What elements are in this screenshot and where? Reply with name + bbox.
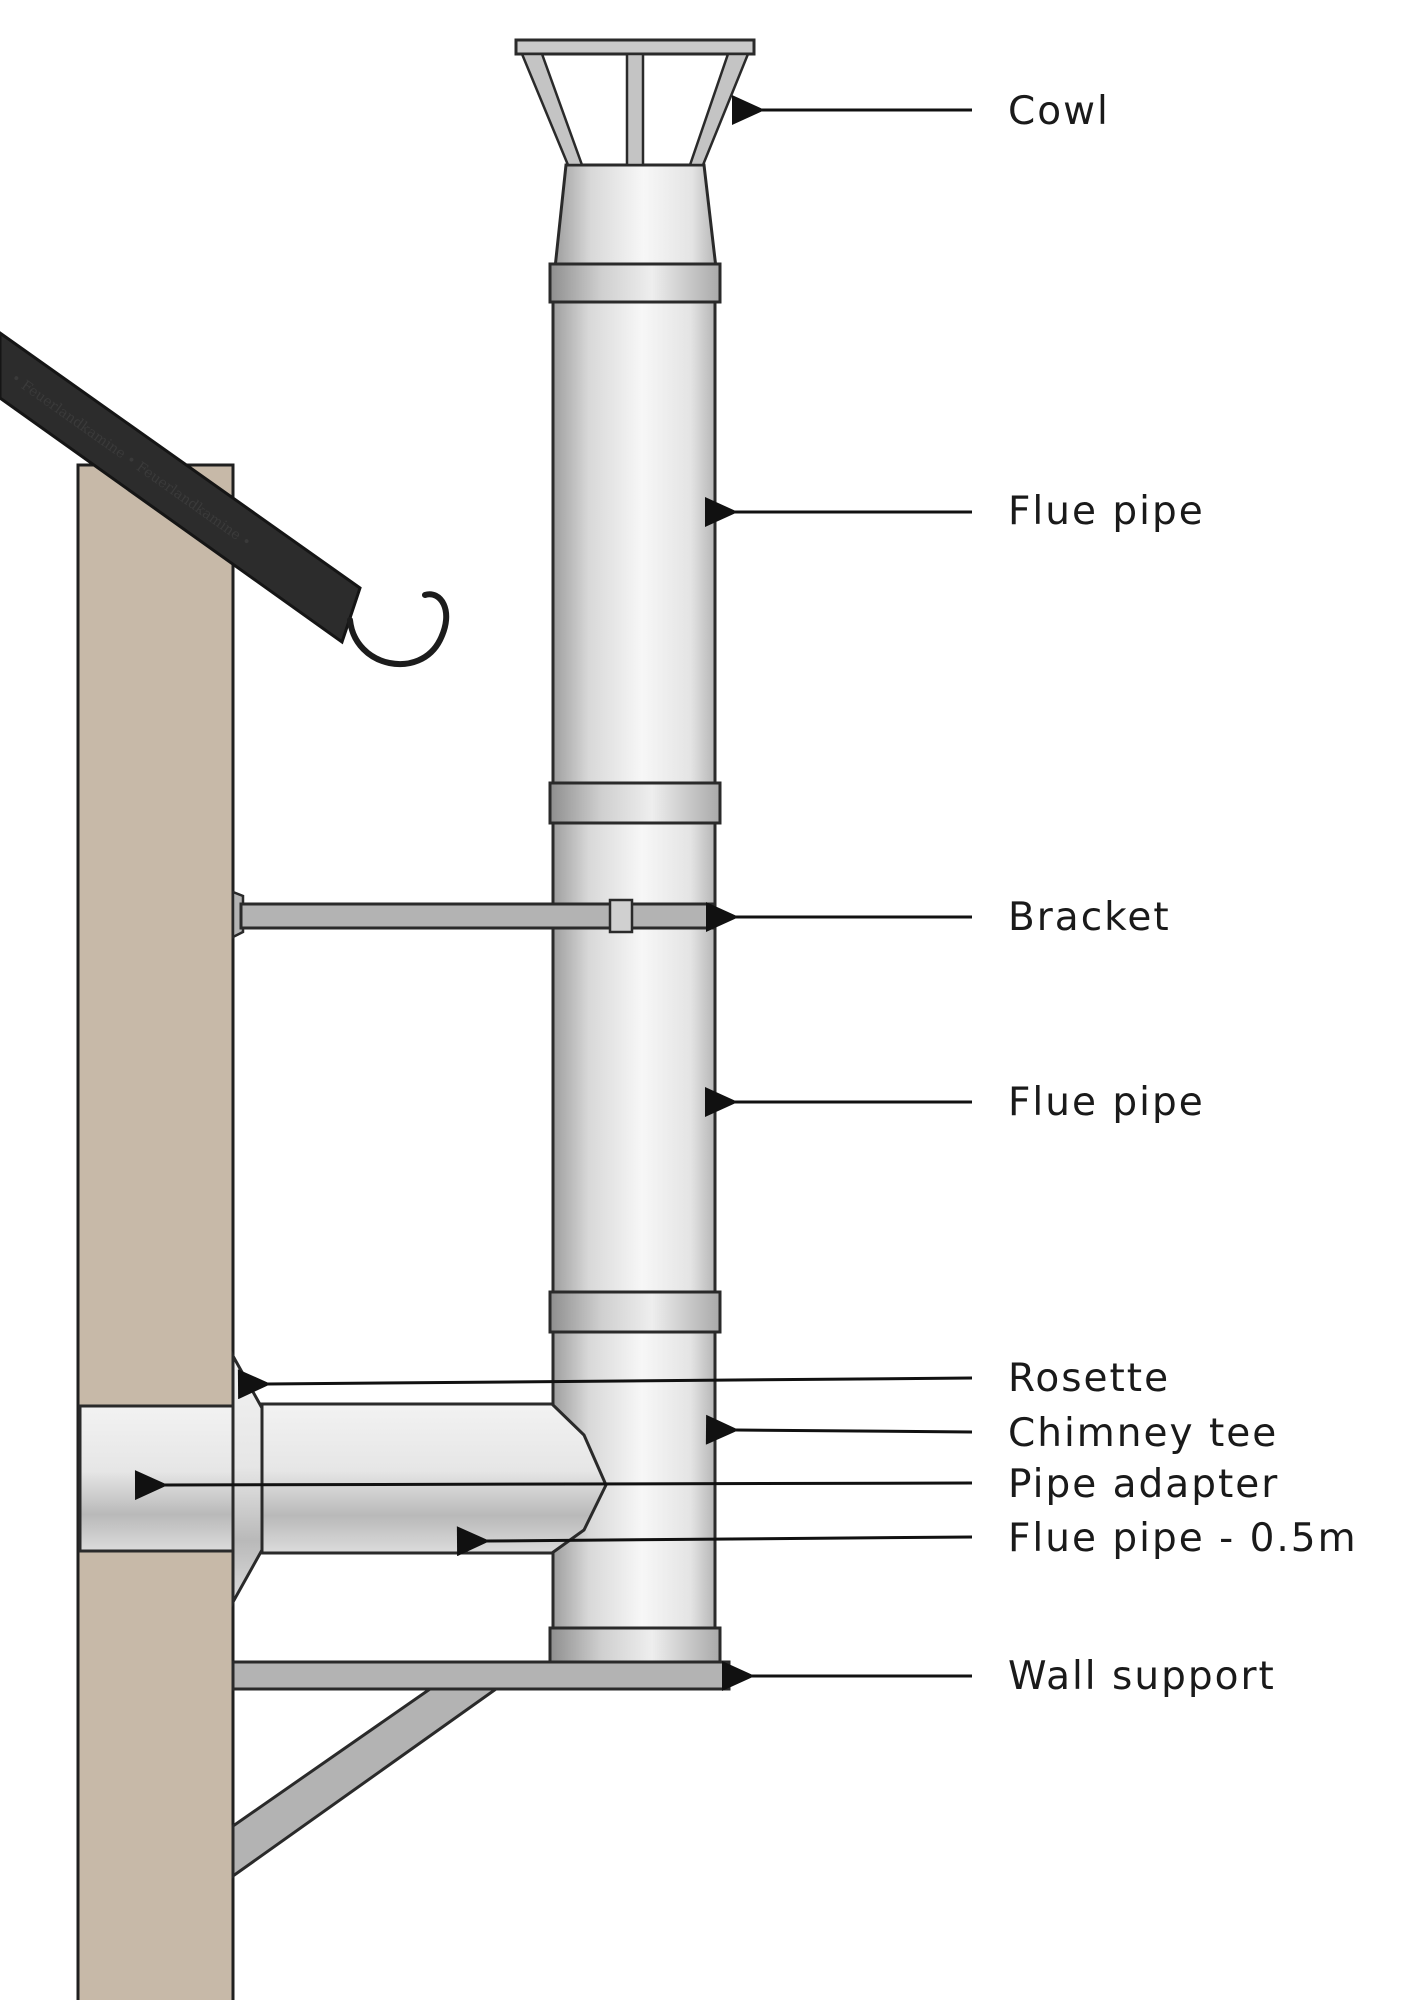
wall-support	[231, 1660, 731, 1879]
arrow-flue-pipe-short	[456, 1526, 973, 1557]
label-pipe-adapter: Pipe adapter	[1008, 1462, 1279, 1507]
pipe-joint-band	[548, 1290, 722, 1334]
label-flue-pipe-short: Flue pipe - 0.5m	[1008, 1516, 1358, 1561]
wall-bracket	[231, 890, 716, 940]
pipe-joint-band	[548, 781, 722, 825]
label-rosette: Rosette	[1008, 1356, 1170, 1401]
arrow-rosette	[237, 1369, 973, 1400]
pipe-adapter	[78, 1404, 237, 1553]
label-wall-support: Wall support	[1008, 1654, 1276, 1699]
house-wall	[76, 463, 235, 2000]
pipe-joint-band	[548, 1626, 722, 1666]
arrow-chimney-tee	[705, 1414, 973, 1445]
vertical-flue-pipe	[551, 298, 717, 1642]
cowl	[514, 38, 756, 304]
arrow-pipe-adapter	[134, 1470, 973, 1501]
label-cowl: Cowl	[1008, 89, 1110, 134]
label-chimney-tee: Chimney tee	[1008, 1411, 1278, 1456]
label-flue-pipe-lower: Flue pipe	[1008, 1080, 1205, 1125]
label-bracket: Bracket	[1008, 895, 1171, 940]
horizontal-flue-pipe	[260, 1402, 608, 1555]
callout-arrows	[134, 95, 973, 1691]
gutter-hook	[347, 591, 450, 667]
label-flue-pipe-upper: Flue pipe	[1008, 489, 1205, 534]
rosette	[231, 1350, 264, 1608]
